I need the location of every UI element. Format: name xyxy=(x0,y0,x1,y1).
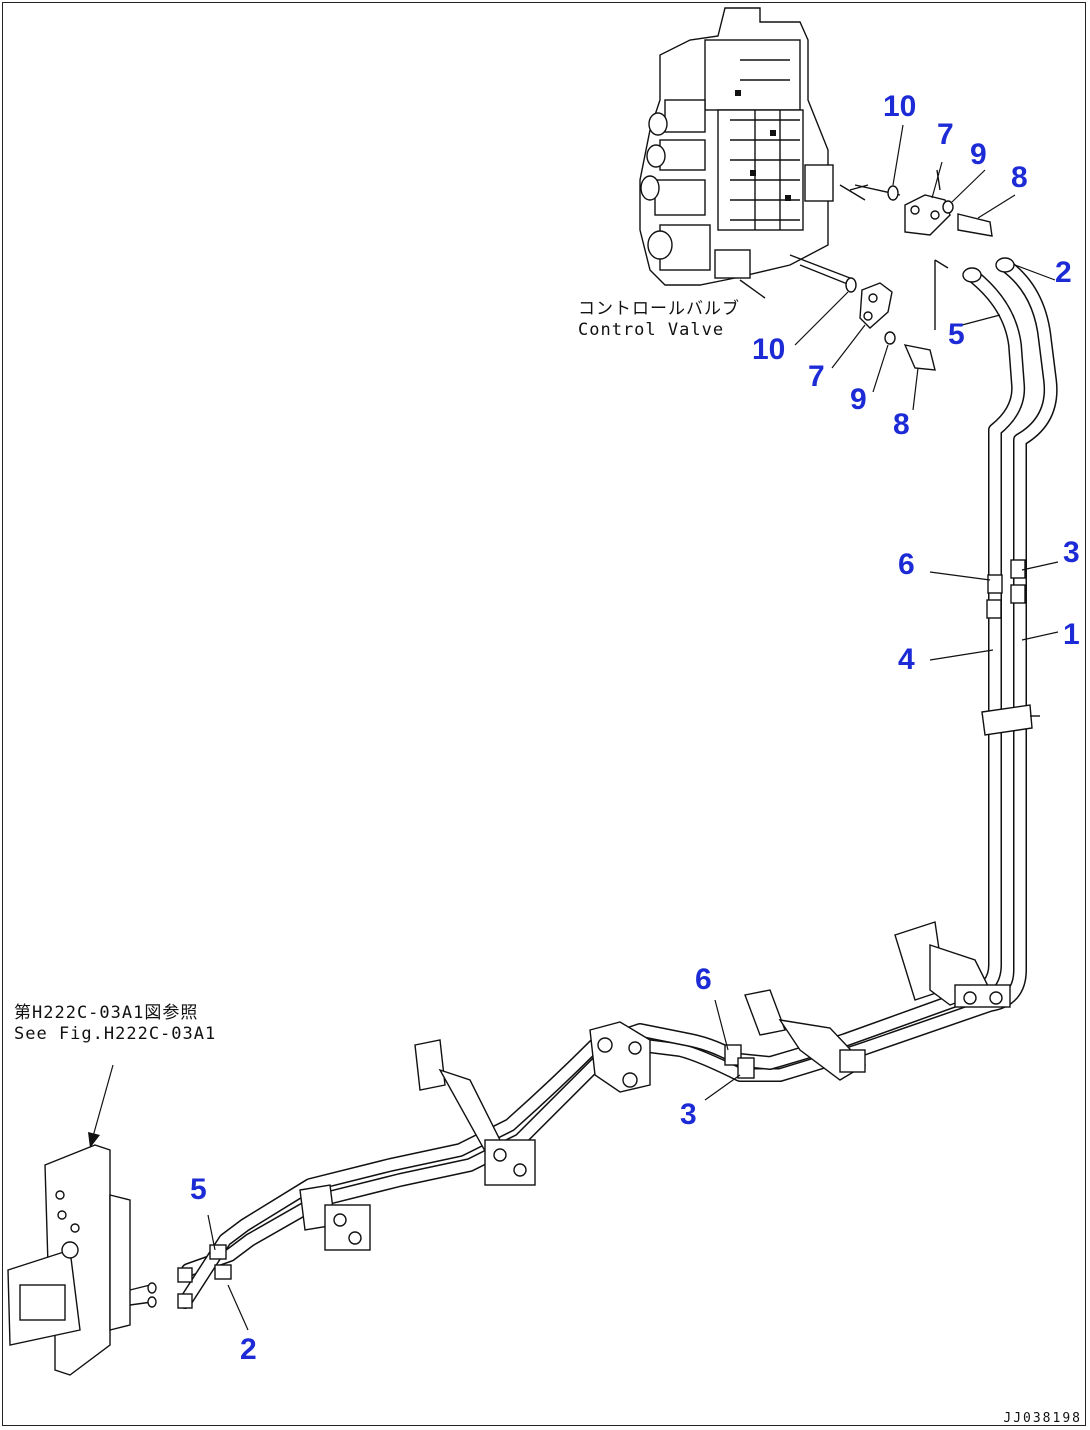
callout-3-vertical: 3 xyxy=(1063,536,1080,569)
control-valve-label: コントロールバルブ Control Valve xyxy=(578,299,740,341)
callout-6-vertical: 6 xyxy=(898,548,915,581)
callout-7-lower: 7 xyxy=(808,360,825,393)
bracket-mid-right xyxy=(744,989,867,1081)
document-id: JJ038198 xyxy=(1003,1411,1082,1426)
lower-flange-group xyxy=(799,259,949,371)
bracket-upper-right xyxy=(894,921,1011,1008)
reference-label: 第H222C-03A1図参照 See Fig.H222C-03A1 xyxy=(14,1003,216,1045)
callout-8-upper: 8 xyxy=(1011,161,1028,194)
bracket-center xyxy=(589,1021,651,1093)
callout-5-upper: 5 xyxy=(948,318,965,351)
control-valve-label-en: Control Valve xyxy=(578,320,725,340)
callout-2-lower: 2 xyxy=(240,1333,257,1366)
callout-6-horizontal: 6 xyxy=(695,963,712,996)
bracket-left xyxy=(299,1184,371,1251)
left-valve xyxy=(7,1064,157,1376)
callout-5-lower: 5 xyxy=(190,1173,207,1206)
bracket-left-center xyxy=(414,1039,536,1186)
callout-9-lower: 9 xyxy=(850,383,867,416)
callout-2-upper: 2 xyxy=(1055,256,1072,289)
callout-10-lower: 10 xyxy=(752,333,786,366)
reference-label-jp: 第H222C-03A1図参照 xyxy=(14,1003,199,1023)
pipe-assembly xyxy=(177,257,1058,1309)
callout-9-upper: 9 xyxy=(970,138,987,171)
callout-8-lower: 8 xyxy=(893,408,910,441)
upper-flange-group xyxy=(854,169,993,237)
callout-4: 4 xyxy=(898,643,915,676)
callout-1: 1 xyxy=(1063,618,1080,651)
control-valve-label-jp: コントロールバルブ xyxy=(578,299,740,319)
callout-3-horizontal: 3 xyxy=(680,1098,697,1131)
leader-lines xyxy=(207,124,1059,1331)
reference-label-en: See Fig.H222C-03A1 xyxy=(14,1024,217,1044)
control-valve xyxy=(639,7,869,299)
callout-10-upper: 10 xyxy=(883,90,917,123)
callout-7-upper: 7 xyxy=(937,118,954,151)
